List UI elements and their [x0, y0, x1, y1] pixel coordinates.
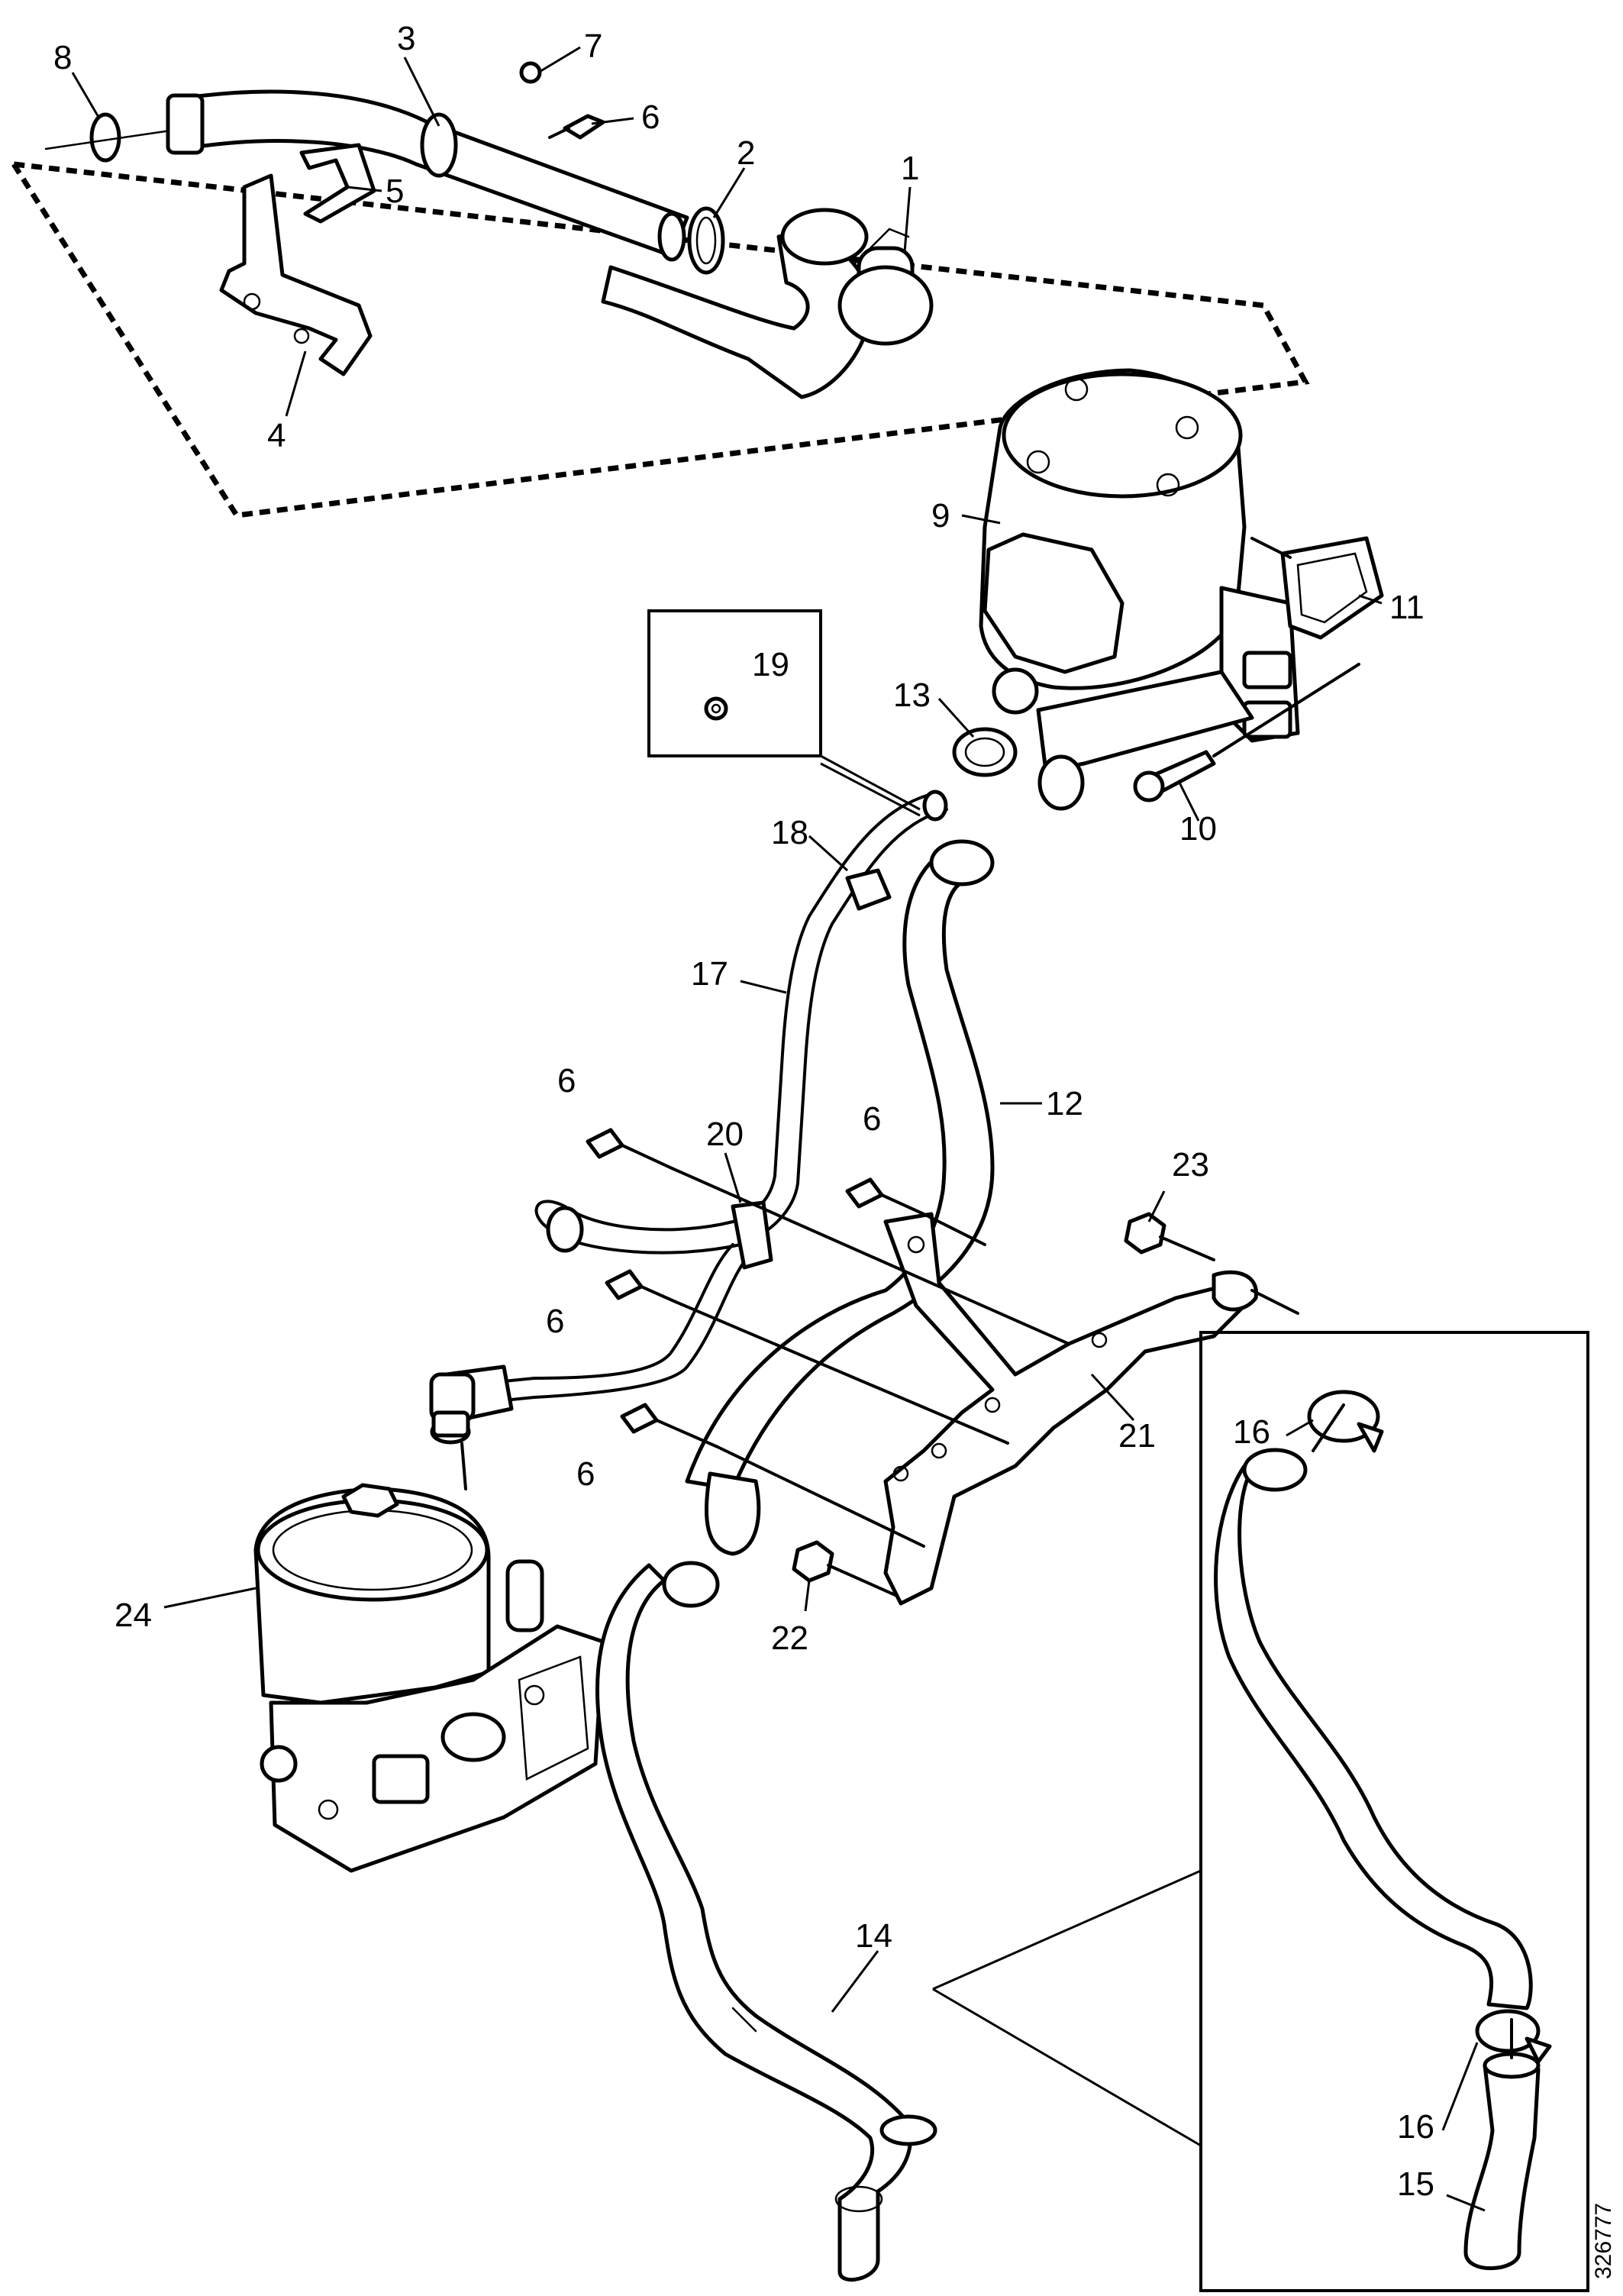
bolt-part — [563, 114, 605, 140]
callout-16b: 16 — [1397, 2108, 1434, 2146]
hose-detail-inset — [1199, 1331, 1589, 2292]
filter-housing-24 — [253, 1483, 605, 1873]
pipe-union-18 — [845, 868, 892, 911]
callout-18: 18 — [771, 814, 808, 851]
metal-pipe-17 — [534, 793, 933, 1232]
callout-9: 9 — [931, 497, 950, 534]
pipe-elbow-15 — [1463, 2055, 1541, 2271]
callout-21: 21 — [1118, 1417, 1156, 1455]
callout-3: 3 — [397, 20, 415, 57]
callout-5: 5 — [386, 173, 404, 210]
callout-leaders — [71, 46, 1486, 2212]
hose-clamp-16-lower — [1475, 2009, 1541, 2053]
callout-6a: 6 — [641, 98, 660, 136]
callout-6d: 6 — [546, 1303, 564, 1340]
bolt-6e — [620, 1403, 659, 1434]
callout-14: 14 — [855, 1917, 892, 1955]
inset-hose — [1214, 1456, 1533, 2010]
bolt-6c — [845, 1177, 884, 1209]
callout-13: 13 — [893, 677, 931, 714]
callout-labels: 1 2 3 4 5 6 7 8 9 10 11 12 13 14 15 16 1… — [53, 20, 1616, 2279]
callout-2: 2 — [737, 134, 755, 172]
washer-part — [704, 696, 728, 721]
pipe-clip-20 — [731, 1200, 773, 1270]
pipe-clamp-13 — [952, 727, 1018, 777]
bolt-6d — [605, 1269, 644, 1300]
callout-8: 8 — [53, 39, 72, 76]
nut-23 — [1124, 1212, 1166, 1255]
o-ring-part — [89, 112, 121, 163]
pipe-clamp-part — [299, 143, 376, 224]
callout-17: 17 — [691, 955, 728, 993]
callout-16a: 16 — [1233, 1413, 1270, 1451]
filter-cap-nut — [341, 1483, 399, 1518]
callout-20: 20 — [706, 1116, 744, 1153]
coolant-hose-14 — [595, 1563, 913, 2282]
mounting-bracket-part — [219, 173, 373, 376]
washer-detail-box — [647, 609, 921, 817]
callout-15: 15 — [1397, 2165, 1434, 2203]
hose-clamp-part — [687, 206, 725, 275]
callout-19: 19 — [752, 646, 789, 683]
callout-24: 24 — [115, 1597, 152, 1634]
callout-12: 12 — [1046, 1085, 1083, 1122]
dashed-group-outline — [8, 160, 1310, 518]
pipe-flange — [420, 112, 458, 178]
drawing-reference-number: 326777 — [1591, 2203, 1616, 2279]
gasket-part — [1280, 536, 1384, 640]
callout-4: 4 — [267, 417, 286, 454]
callout-10: 10 — [1179, 810, 1217, 848]
callout-22: 22 — [771, 1619, 808, 1657]
coolant-pump-assembly — [979, 368, 1300, 811]
bolt-6b — [586, 1128, 624, 1159]
coolant-hose-12 — [685, 841, 995, 1491]
callout-23: 23 — [1172, 1146, 1209, 1184]
nut-part — [519, 61, 542, 84]
filter-fitting — [431, 1410, 470, 1438]
callout-6b: 6 — [557, 1062, 576, 1100]
callout-1: 1 — [901, 150, 919, 187]
callout-11: 11 — [1389, 589, 1425, 626]
callout-6e: 6 — [576, 1455, 595, 1493]
pump-lower-body — [1036, 670, 1254, 773]
top-assembly-group — [8, 61, 1310, 518]
callout-6c: 6 — [863, 1100, 881, 1138]
nut-22 — [792, 1540, 834, 1583]
callout-7: 7 — [584, 27, 602, 65]
inset-frame — [1199, 1331, 1589, 2292]
pipe-end-fitting — [166, 93, 205, 155]
